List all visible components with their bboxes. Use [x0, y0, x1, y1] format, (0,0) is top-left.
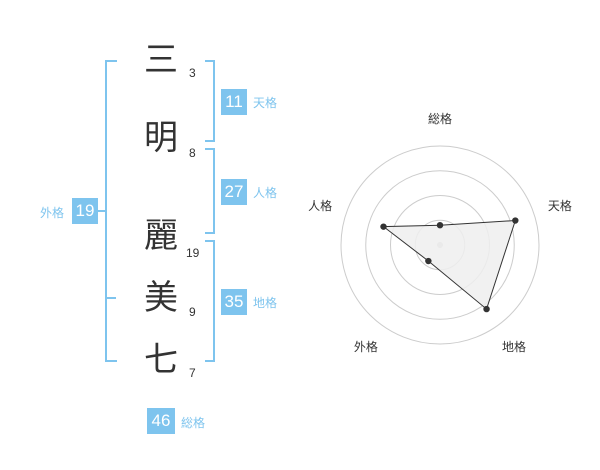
radar-axis-label-5: 人格 — [308, 198, 332, 213]
name-char-3: 麗 — [144, 216, 178, 256]
gaikaku-bracket — [105, 60, 117, 362]
soukaku-value-badge: 46 — [147, 408, 175, 434]
tenkaku-bracket — [205, 60, 215, 142]
name-char-5: 七 — [144, 340, 178, 380]
chikaku-value-badge: 35 — [221, 289, 247, 315]
radar-score-polygon — [382, 219, 517, 310]
radar-ring — [340, 145, 540, 345]
radar-point-3 — [483, 305, 490, 313]
radar-point-2 — [512, 217, 519, 224]
name-char-4: 美 — [144, 278, 178, 318]
radar-axis-label-3: 地格 — [502, 339, 526, 354]
radar-axis-label-2: 天格 — [548, 198, 572, 213]
radar-point-5 — [380, 223, 387, 230]
name-char-2: 明 — [144, 118, 178, 158]
gaikaku-label: 外格 — [40, 206, 65, 220]
gaikaku-bracket-divider — [105, 297, 116, 299]
stroke-count-3: 19 — [186, 246, 200, 260]
soukaku-label: 総格 — [181, 416, 206, 430]
jinkaku-label: 人格 — [253, 186, 278, 200]
chikaku-label: 地格 — [253, 296, 278, 310]
stroke-count-4: 9 — [189, 305, 196, 319]
name-char-1: 三 — [144, 40, 178, 80]
radar-axis-label-4: 外格 — [354, 339, 378, 354]
gaikaku-value-badge: 19 — [72, 198, 98, 224]
tenkaku-label: 天格 — [253, 96, 278, 110]
radar-point-4 — [425, 257, 432, 265]
gaikaku-connector — [98, 210, 106, 212]
stroke-count-1: 3 — [189, 66, 196, 80]
radar-ring — [365, 170, 515, 320]
radar-axis-label-1: 総格 — [428, 111, 452, 126]
stroke-count-5: 7 — [189, 366, 196, 380]
jinkaku-value-badge: 27 — [221, 179, 247, 205]
tenkaku-value-badge: 11 — [221, 89, 247, 115]
stroke-count-2: 8 — [189, 146, 196, 160]
jinkaku-bracket — [205, 148, 215, 234]
chikaku-bracket — [205, 240, 215, 362]
radar-point-1 — [436, 222, 444, 229]
